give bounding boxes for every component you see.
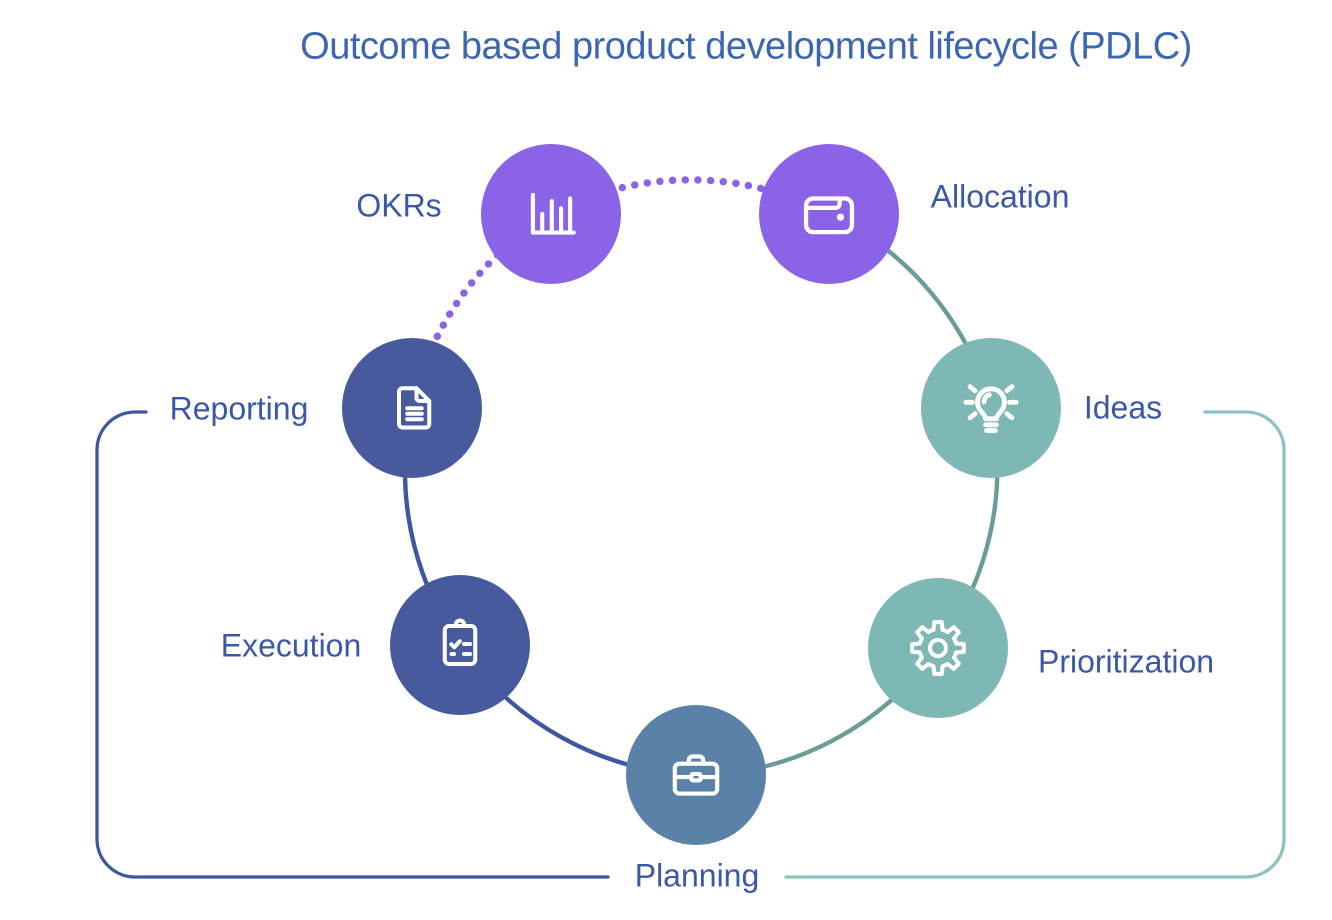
node-label-prioritization: Prioritization — [1037, 643, 1215, 680]
node-circle-reporting — [342, 338, 482, 478]
bracket-line-left — [95, 410, 610, 879]
wallet-icon — [803, 196, 855, 235]
bar-chart-icon — [530, 192, 576, 235]
clipboard-icon — [442, 618, 478, 666]
briefcase-icon — [672, 754, 720, 796]
node-label-planning: Planning — [634, 857, 760, 894]
node-label-reporting: Reporting — [169, 390, 309, 427]
node-circle-prioritization — [868, 578, 1008, 718]
node-label-execution: Execution — [220, 627, 362, 664]
node-circle-planning — [626, 705, 766, 845]
node-label-allocation: Allocation — [930, 178, 1070, 215]
bracket-line-right — [784, 410, 1286, 879]
document-icon — [397, 386, 432, 430]
gear-icon — [910, 620, 966, 676]
node-label-okrs: OKRs — [356, 187, 442, 224]
page-title: Outcome based product development lifecy… — [300, 25, 1192, 68]
node-label-ideas: Ideas — [1083, 389, 1163, 426]
lightbulb-icon — [963, 384, 1019, 433]
node-circle-execution — [390, 575, 530, 715]
node-circle-ideas — [921, 338, 1061, 478]
node-circle-allocation — [759, 144, 899, 284]
node-circle-okrs — [481, 144, 621, 284]
